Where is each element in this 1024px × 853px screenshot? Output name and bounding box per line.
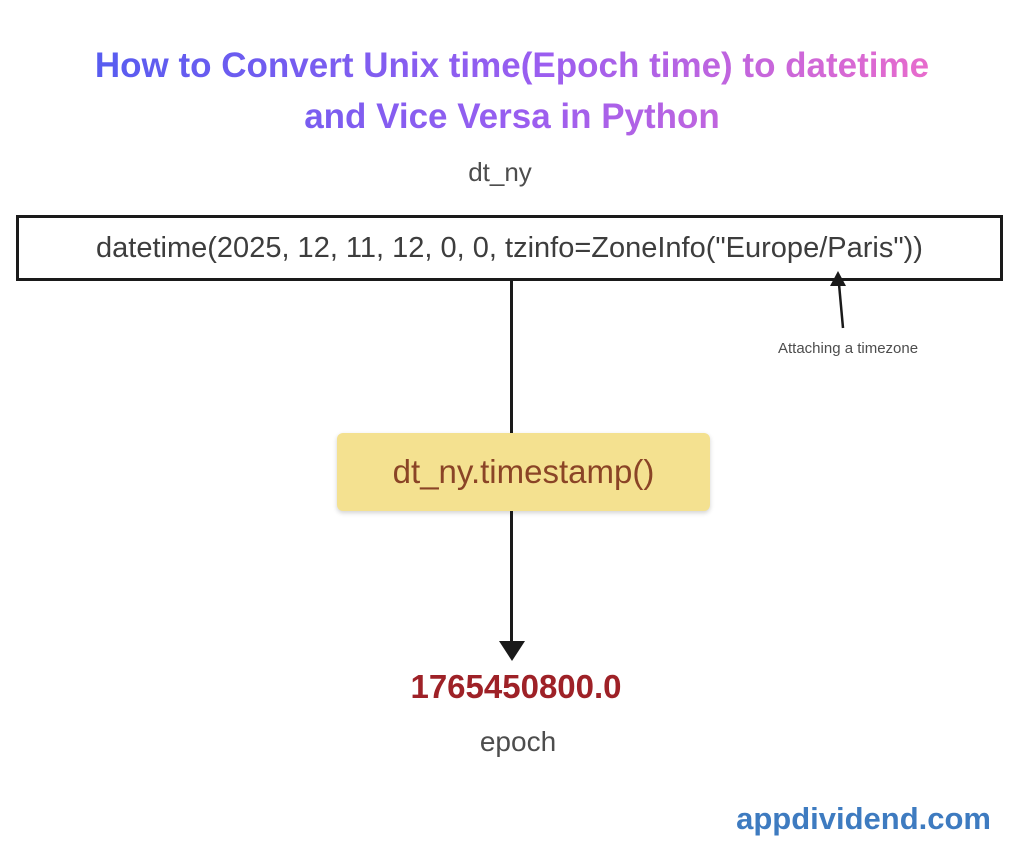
datetime-expression-text: datetime(2025, 12, 11, 12, 0, 0, tzinfo=…: [96, 231, 923, 264]
connector-line-bottom: [510, 511, 513, 643]
timezone-annotation: Attaching a timezone: [778, 340, 919, 357]
brand-watermark: appdividend.com: [736, 801, 991, 836]
timezone-arrow-icon: [830, 271, 846, 329]
variable-label: dt_ny: [468, 157, 532, 187]
timestamp-method-box: dt_ny.timestamp(): [337, 433, 710, 511]
datetime-expression-box: datetime(2025, 12, 11, 12, 0, 0, tzinfo=…: [16, 215, 1003, 281]
epoch-value: 1765450800.0: [410, 668, 622, 705]
connector-line-top: [510, 281, 513, 433]
epoch-label: epoch: [479, 726, 557, 757]
page-title: How to Convert Unix time(Epoch time) to …: [0, 40, 1024, 142]
timestamp-method-text: dt_ny.timestamp(): [392, 453, 655, 490]
arrowhead-down-icon: [499, 641, 525, 661]
